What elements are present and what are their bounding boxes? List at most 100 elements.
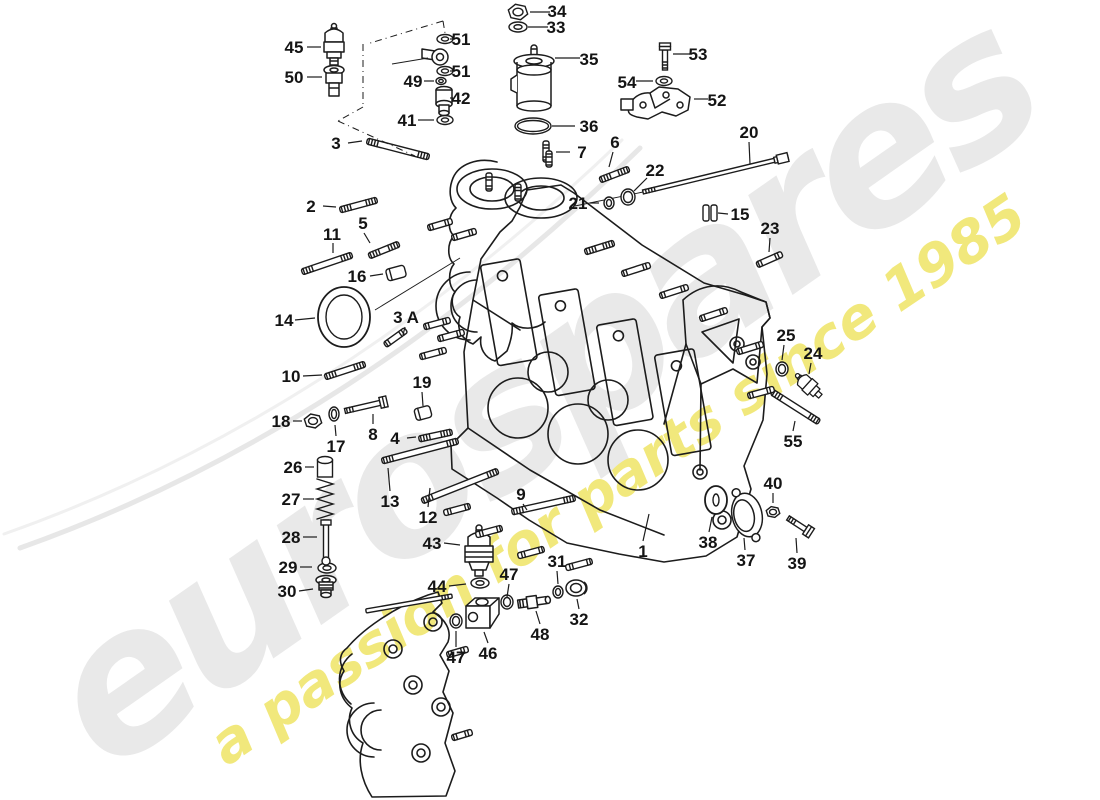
- callout-2: 2: [306, 197, 337, 216]
- callout-8: 8: [368, 414, 378, 444]
- callout-label: 12: [419, 508, 438, 527]
- part-washer: [436, 114, 454, 126]
- part-seal-ring: [704, 485, 728, 515]
- callout-7: 7: [556, 143, 587, 162]
- part-bolt: [343, 395, 389, 415]
- callout-label: 23: [761, 219, 780, 238]
- part-stud: [422, 316, 452, 331]
- callout-17: 17: [327, 424, 345, 456]
- callout-34: 34: [530, 2, 567, 21]
- part-bolt: [658, 42, 672, 71]
- callout-label: 47: [500, 565, 519, 584]
- part-stud: [300, 251, 354, 276]
- callout-label: 19: [413, 373, 432, 392]
- part-stud: [450, 227, 478, 242]
- part-stud: [564, 557, 594, 572]
- part-49-elbow-art: [421, 48, 449, 66]
- callout-12: 12: [419, 487, 438, 527]
- callout-label: 3 A: [393, 308, 419, 327]
- callout-39: 39: [788, 537, 807, 573]
- part-washer: [508, 21, 528, 33]
- callout-label: 34: [548, 2, 567, 21]
- part-washer: [470, 577, 490, 589]
- part-oring: [449, 613, 463, 629]
- part-oring: [552, 585, 564, 599]
- part-stud: [598, 166, 631, 183]
- part-spring: [314, 478, 336, 520]
- part-stud: [620, 261, 652, 278]
- part-stud: [516, 545, 546, 560]
- part-42-art: [435, 85, 453, 117]
- callout-6: 6: [608, 133, 620, 168]
- callout-5: 5: [358, 214, 371, 244]
- part-stud: [770, 389, 821, 425]
- part-52-art: [620, 86, 691, 120]
- callout-label: 14: [275, 311, 294, 330]
- part-stud: [735, 340, 765, 356]
- part-stud: [442, 502, 472, 517]
- part-32-art: [565, 579, 588, 597]
- part-stud: [436, 328, 466, 343]
- callout-55: 55: [784, 420, 803, 451]
- callout-label: 20: [740, 123, 759, 142]
- callout-label: 28: [282, 528, 301, 547]
- part-30-art: [315, 574, 337, 599]
- callout-label: 51: [452, 62, 471, 81]
- part-48-art: [516, 594, 552, 610]
- part-35-art: [510, 44, 555, 112]
- callout-45: 45: [285, 38, 321, 57]
- callout-label: 16: [348, 267, 367, 286]
- part-washer: [436, 33, 454, 45]
- callout-label: 40: [764, 474, 783, 493]
- callout-48: 48: [531, 610, 549, 644]
- callout-label: 24: [804, 344, 823, 363]
- callout-label: 26: [284, 458, 303, 477]
- callout-9: 9: [516, 485, 528, 511]
- callout-label: 47: [447, 648, 466, 667]
- part-washer: [317, 562, 337, 574]
- callout-label: 2: [306, 197, 315, 216]
- callout-label: 4: [390, 429, 400, 448]
- callout-35: 35: [555, 50, 598, 69]
- callout-label: 29: [279, 558, 298, 577]
- callout-label: 39: [788, 554, 807, 573]
- callout-29: 29: [279, 558, 312, 577]
- part-oring: [620, 188, 636, 206]
- callout-37: 37: [737, 537, 755, 570]
- crankcase-art: [435, 159, 771, 563]
- part-stud: [323, 360, 367, 381]
- callout-label: 50: [285, 68, 304, 87]
- part-stud: [474, 524, 504, 539]
- callout-label: 53: [689, 45, 708, 64]
- callout-41: 41: [398, 111, 434, 130]
- callout-label: 5: [358, 214, 367, 233]
- part-stud: [583, 239, 616, 256]
- part-stud: [511, 494, 576, 516]
- part-stud: [380, 437, 460, 465]
- callout-label: 36: [580, 117, 599, 136]
- callout-label: 55: [784, 432, 803, 451]
- callout-label: 38: [699, 533, 718, 552]
- crank-webs: [487, 351, 669, 491]
- callout-label: 6: [610, 133, 619, 152]
- callout-3: 3: [331, 134, 363, 153]
- callout-27: 27: [282, 490, 314, 509]
- bearing-bulkheads: [479, 258, 712, 457]
- callout-19: 19: [413, 373, 432, 407]
- part-stud: [545, 150, 553, 168]
- callout-40: 40: [764, 474, 783, 503]
- callout-43: 43: [423, 534, 461, 553]
- callout-32: 32: [570, 598, 588, 629]
- callout-28: 28: [282, 528, 317, 547]
- callout-label: 44: [428, 577, 447, 596]
- part-oring: [775, 361, 789, 377]
- part-stud: [755, 251, 784, 268]
- callout-label: 35: [580, 50, 599, 69]
- callout-label: 41: [398, 111, 417, 130]
- part-sleeve: [413, 405, 433, 421]
- part-stud: [367, 241, 401, 259]
- callout-label: 18: [272, 412, 291, 431]
- construction-line: [374, 257, 461, 311]
